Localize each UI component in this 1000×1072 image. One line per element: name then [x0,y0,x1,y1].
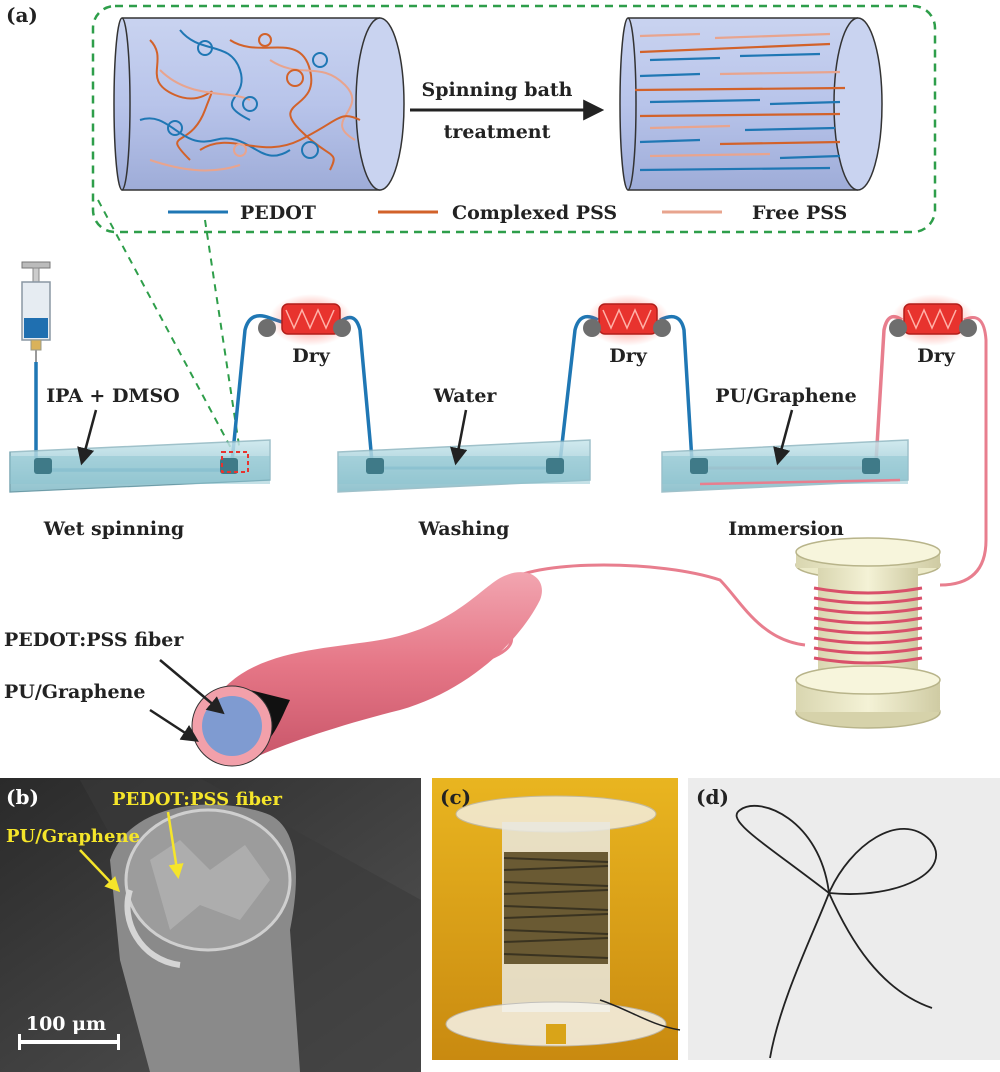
arrow-text-line2: treatment [444,121,551,143]
spool [795,537,941,729]
dry-label-3: Dry [917,345,955,367]
spool-thread [503,852,609,964]
dry-unit-1: Dry [258,294,353,367]
bath2-solution-label: Water [433,385,498,407]
aligned-chains [634,32,846,172]
dry-label-1: Dry [292,345,330,367]
bath1-arrow [77,409,98,466]
bath-washing: Water Washing [337,385,591,540]
fiber-core-arrow [159,659,225,715]
bath2-arrow [450,409,468,466]
legend-complexed-pss: Complexed PSS [452,202,617,224]
dry-label-2: Dry [609,345,647,367]
sem-shell-label: PU/Graphene [6,826,140,847]
bath3-solution-label: PU/Graphene [715,385,856,407]
tangled-chains [139,29,361,172]
knotted-fiber [735,805,937,1059]
panel-c-label: (c) [440,785,471,809]
step-washing: Washing [418,518,510,540]
step-wet-spinning: Wet spinning [43,518,184,540]
inset-border [91,4,937,234]
scale-bar-label: 100 μm [26,1013,106,1035]
sem-core-arrow [166,811,184,879]
fiber-core [202,696,262,756]
fiber-shell-arrow [149,708,199,742]
legend-pedot: PEDOT [240,202,316,224]
fiber-cross-section: PEDOT:PSS fiber PU/Graphene [4,572,542,767]
zoom-box [221,451,249,473]
step-immersion: Immersion [728,518,844,540]
inset-legend: PEDOT Complexed PSS Free PSS [168,202,847,224]
inset-schematic: Spinning bath treatment [91,4,937,453]
cylinder-before [113,17,405,191]
bath-immersion: PU/Graphene Immersion [661,385,909,540]
panel-a-label: (a) [6,3,38,27]
arrow-text-line1: Spinning bath [422,79,573,101]
scale-bar [18,1040,120,1044]
bath1-solution-label: IPA + DMSO [46,385,179,407]
zoom-line-left [97,199,233,451]
syringe-icon [21,261,51,362]
bath3-arrow [773,409,794,466]
sem-shell-arrow [79,849,121,893]
panel-b-sem-image: (b) PEDOT:PSS fiber PU/Graphene 100 μm [0,778,421,1072]
sem-core-label: PEDOT:PSS fiber [112,789,282,810]
dry-unit-2: Dry [583,294,671,367]
fiber-core-label: PEDOT:PSS fiber [4,629,184,651]
panel-d-label: (d) [696,785,729,809]
panel-d-photo: (d) [688,778,1000,1060]
panel-c-photo: (c) [432,778,681,1060]
legend-free-pss: Free PSS [752,202,847,224]
fiber-shell-label: PU/Graphene [4,681,145,703]
zoom-line-right [204,219,241,453]
dry-unit-3: Dry [889,294,977,367]
cylinder-after [619,17,883,191]
bath-wet-spinning: IPA + DMSO Wet spinning [9,385,271,540]
panel-b-label: (b) [6,785,39,809]
